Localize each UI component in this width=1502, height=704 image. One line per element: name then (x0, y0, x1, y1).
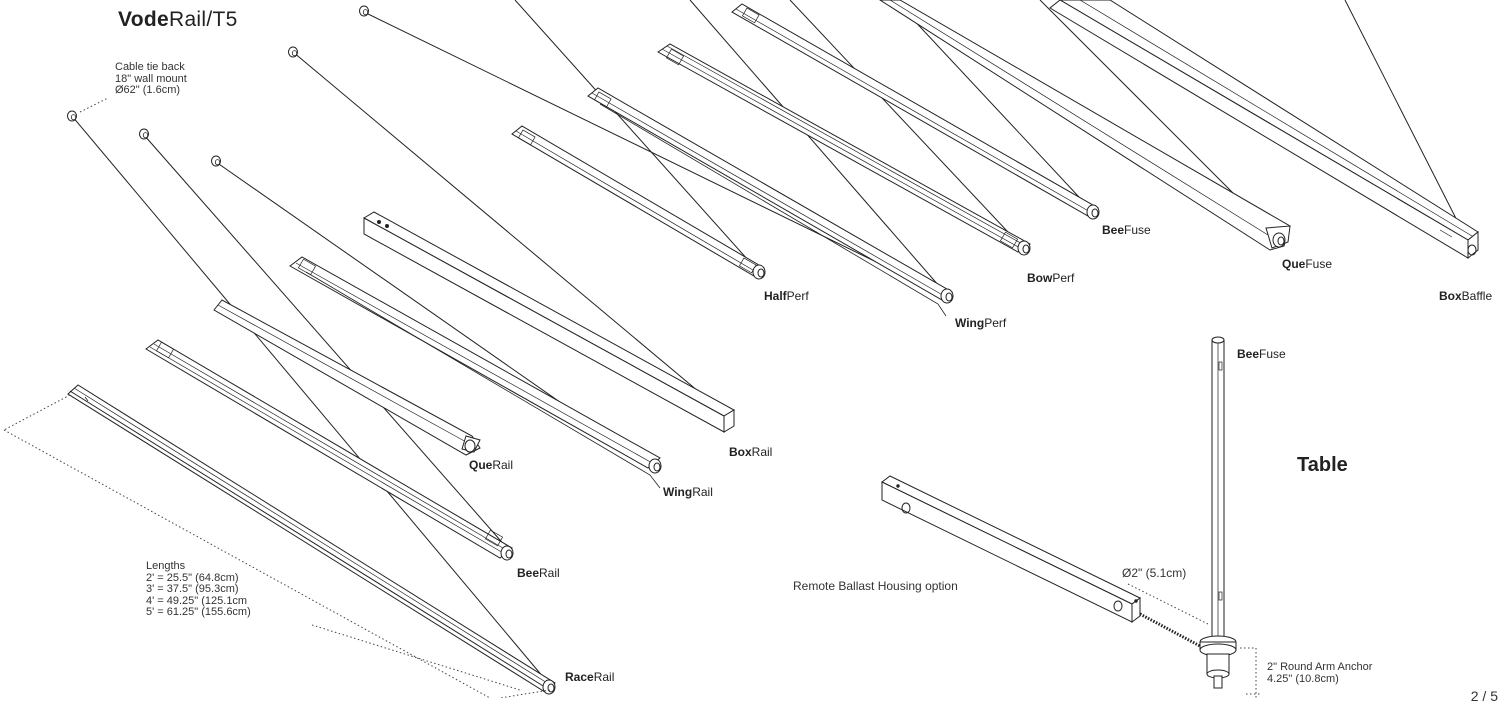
label-bee-fuse: BeeFuse (1102, 223, 1151, 237)
label-que-rail: QueRail (469, 458, 514, 472)
label-wing-perf: WingPerf (955, 316, 1007, 330)
table-section-title: Table (1297, 454, 1348, 476)
fixture-bow-perf (657, 43, 1031, 256)
label-box-rail: BoxRail (729, 445, 773, 459)
page-title: VodeRail/T5 (118, 8, 238, 31)
fixture-half-perf (511, 125, 766, 280)
fixture-box-baffle (1049, 0, 1479, 260)
label-bee-rail: BeeRail (517, 566, 560, 580)
fixture-wing-rail (289, 256, 662, 489)
label-half-perf: HalfPerf (764, 289, 809, 303)
table-lamp (881, 336, 1237, 689)
label-wing-rail: WingRail (663, 485, 713, 499)
fixture-que-fuse (879, 0, 1291, 251)
fixture-box-rail (362, 211, 736, 433)
label-race-rail: RaceRail (565, 670, 615, 684)
ballast-housing-note: Remote Ballast Housing option (793, 579, 958, 593)
fixture-bee-fuse (731, 3, 1100, 220)
label-bow-perf: BowPerf (1027, 271, 1075, 285)
fixture-que-rail (213, 299, 481, 456)
arm-anchor-note: 2" Round Arm Anchor 4.25" (10.8cm) (1267, 661, 1373, 685)
lengths-note: Lengths 2' = 25.5" (64.8cm) 3' = 37.5" (… (146, 560, 251, 618)
diameter-note: Ø2" (5.1cm) (1122, 566, 1187, 580)
fixture-wing-perf (587, 87, 954, 317)
fixture-race-rail (67, 384, 556, 695)
label-que-fuse: QueFuse (1282, 257, 1333, 271)
dimension-lines (3, 97, 1262, 698)
page-number: 2 / 5 (1470, 688, 1498, 704)
cable-tie-note: Cable tie back 18" wall mount Ø62" (1.6c… (115, 61, 187, 96)
label-box-baffle: BoxBaffle (1439, 289, 1493, 303)
fixture-bee-rail (145, 339, 514, 561)
label-table-bee-fuse: BeeFuse (1237, 347, 1286, 361)
